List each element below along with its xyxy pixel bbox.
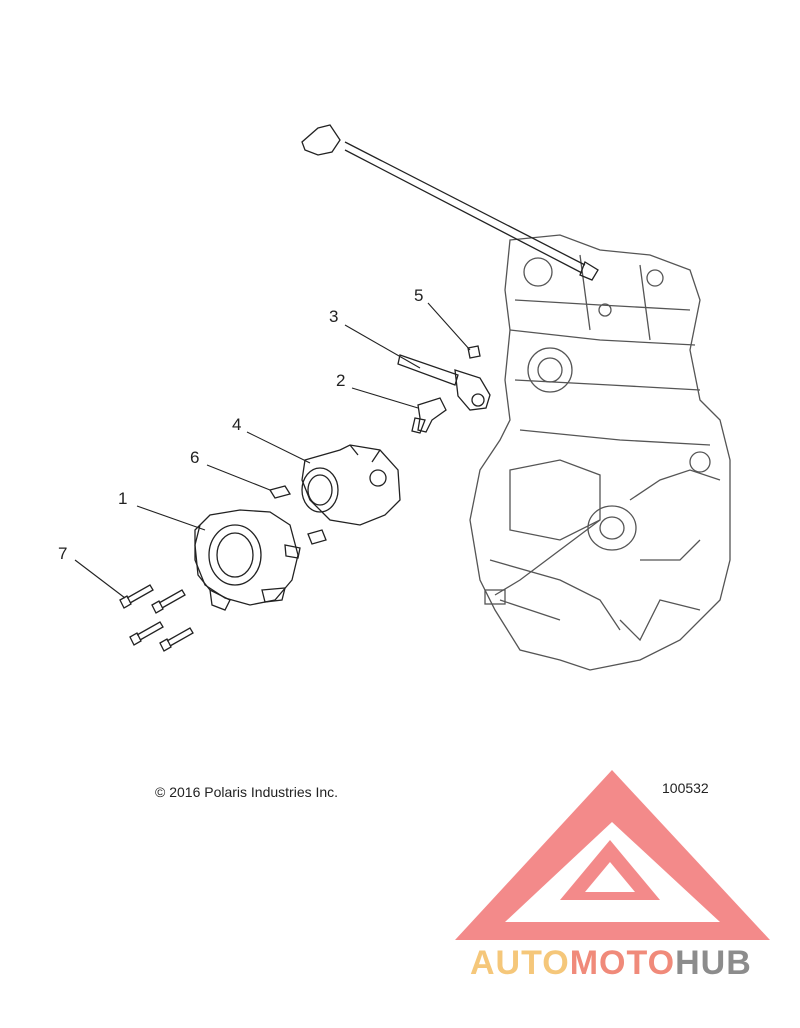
engine-block — [469, 234, 731, 671]
leader-lines — [74, 302, 471, 599]
watermark-text: AUTOMOTOHUB — [470, 944, 752, 983]
callout-5: 5 — [414, 286, 424, 305]
dowel-pins — [268, 485, 327, 545]
callout-2: 2 — [336, 371, 346, 390]
watermark-logo-icon — [455, 770, 770, 940]
throttle-body — [194, 509, 301, 611]
callout-7: 7 — [58, 544, 68, 563]
bolt-5 — [467, 345, 481, 359]
copyright-text: © 2016 Polaris Industries Inc. — [155, 784, 339, 800]
coolant-tube — [301, 124, 599, 281]
fuel-rail-sensor — [397, 354, 491, 411]
callout-3: 3 — [329, 307, 339, 326]
diagram-id: 100532 — [662, 780, 709, 796]
watermark-part-auto: AUTO — [470, 944, 570, 982]
callout-6: 6 — [190, 448, 200, 467]
fuel-injector — [411, 397, 447, 434]
bolts-7 — [119, 584, 194, 652]
callout-1: 1 — [118, 489, 128, 508]
watermark-part-moto: MOTO — [569, 944, 676, 982]
callout-4: 4 — [232, 415, 242, 434]
throttle-adapter — [301, 444, 401, 526]
watermark-part-hub: HUB — [675, 944, 752, 982]
